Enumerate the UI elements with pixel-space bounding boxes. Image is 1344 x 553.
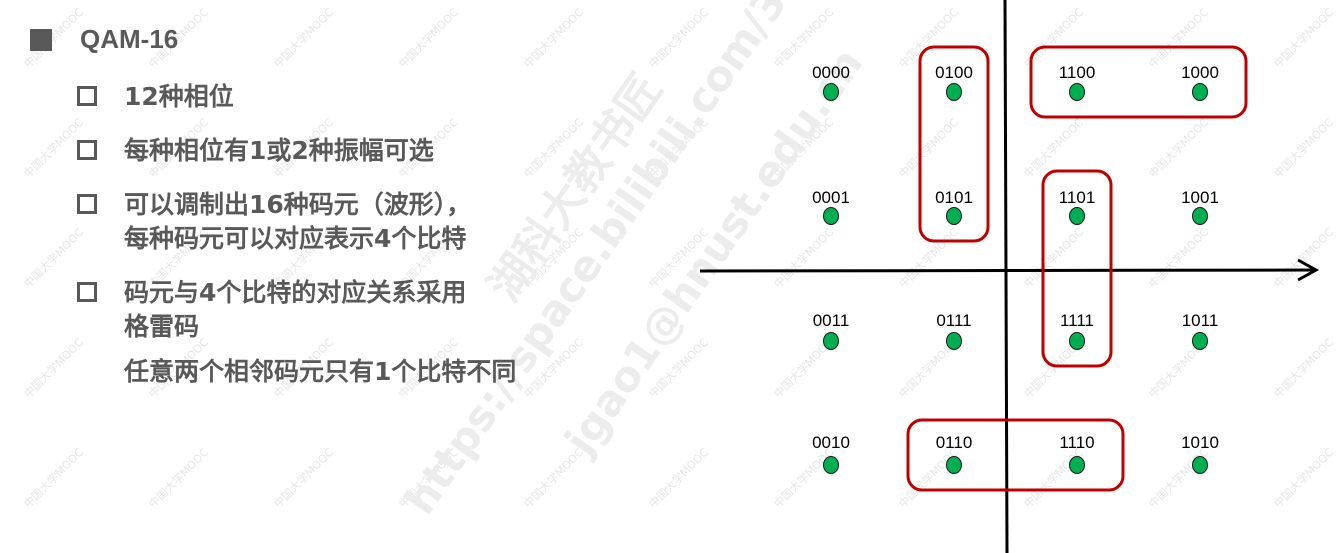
hollow-square-bullet-icon <box>77 86 97 106</box>
hollow-square-bullet-icon <box>77 282 97 302</box>
constellation-point: 0010 <box>812 433 850 474</box>
bullet-text: 码元与4个比特的对应关系采用 <box>124 278 467 307</box>
bullet-text: 每种相位有1或2种振幅可选 <box>124 136 434 165</box>
bullet-item-symbols: 可以调制出16种码元（波形）， 每种码元可以对应表示4个比特 <box>77 188 471 256</box>
adjacent-pair-highlight-box <box>1041 169 1113 368</box>
axis-arrow-icon <box>1297 258 1320 282</box>
slide-title: QAM-16 <box>80 24 179 54</box>
adjacent-pair-highlight-box <box>918 45 990 243</box>
adjacent-pair-highlight-box <box>1029 45 1248 119</box>
point-label: 1010 <box>1181 433 1219 452</box>
constellation-point: 0100 <box>935 63 973 101</box>
constellation-point: 1011 <box>1182 311 1219 350</box>
bullet-text: 可以调制出16种码元（波形）， <box>124 190 472 219</box>
constellation-point: 1000 <box>1181 63 1219 101</box>
constellation-point: 1110 <box>1059 433 1095 474</box>
constellation-point: 0111 <box>936 311 972 350</box>
point-dot-icon <box>1192 456 1208 474</box>
bullet-text: 格雷码 <box>124 312 200 341</box>
point-label: 0000 <box>812 63 850 82</box>
point-dot-icon <box>946 332 962 350</box>
point-dot-icon <box>946 207 962 225</box>
point-dot-icon <box>1069 83 1085 101</box>
constellation-point: 0110 <box>936 433 973 474</box>
point-dot-icon <box>1192 207 1208 225</box>
point-label: 1000 <box>1181 63 1219 82</box>
point-label: 0010 <box>812 433 850 452</box>
constellation-point: 0011 <box>813 311 850 350</box>
bullet-item-phases: 12种相位 <box>77 80 234 114</box>
point-dot-icon <box>823 456 839 474</box>
slide-title-row: QAM-16 <box>30 24 178 55</box>
point-label: 0001 <box>812 188 850 207</box>
bullet-item-gray-code: 码元与4个比特的对应关系采用 格雷码 <box>77 276 466 344</box>
constellation-point: 0101 <box>935 188 973 225</box>
hollow-square-bullet-icon <box>77 194 97 214</box>
point-label: 0110 <box>936 433 973 452</box>
bullet-text: 12种相位 <box>124 82 234 111</box>
point-label: 1001 <box>1181 188 1219 207</box>
slide-text-panel: QAM-16 12种相位 每种相位有1或2种振幅可选 可以调制出16种码元（波形… <box>0 0 660 553</box>
point-dot-icon <box>1069 456 1085 474</box>
point-label: 0011 <box>813 311 850 330</box>
bullet-item-amplitudes: 每种相位有1或2种振幅可选 <box>77 134 434 168</box>
point-label: 0111 <box>936 311 971 330</box>
point-dot-icon <box>823 332 839 350</box>
point-dot-icon <box>823 83 839 101</box>
constellation-point: 1100 <box>1059 63 1096 101</box>
gray-code-note: 任意两个相邻码元只有1个比特不同 <box>124 357 517 386</box>
constellation-point: 0000 <box>812 63 850 101</box>
point-dot-icon <box>1069 207 1085 225</box>
square-bullet-icon <box>30 28 52 51</box>
vertical-axis <box>1003 0 1009 553</box>
horizontal-axis <box>699 268 1315 273</box>
point-label: 1101 <box>1059 188 1096 207</box>
point-label: 1011 <box>1182 311 1219 330</box>
constellation-point: 0001 <box>812 188 850 225</box>
point-dot-icon <box>1069 332 1085 350</box>
constellation-point: 1101 <box>1059 188 1096 225</box>
point-label: 1110 <box>1059 433 1094 452</box>
constellation-point: 1001 <box>1181 188 1219 225</box>
point-dot-icon <box>1192 83 1208 101</box>
constellation-point: 1111 <box>1060 311 1094 350</box>
point-dot-icon <box>1192 332 1208 350</box>
point-label: 0101 <box>935 188 973 207</box>
bullet-text: 每种码元可以对应表示4个比特 <box>124 224 467 253</box>
point-dot-icon <box>946 83 962 101</box>
point-label: 0100 <box>935 63 973 82</box>
point-dot-icon <box>946 456 962 474</box>
adjacent-pair-highlight-box <box>906 418 1125 492</box>
hollow-square-bullet-icon <box>77 140 97 160</box>
constellation-point: 1010 <box>1181 433 1219 474</box>
point-label: 1100 <box>1059 63 1096 82</box>
point-label: 1111 <box>1060 311 1094 330</box>
point-dot-icon <box>823 207 839 225</box>
